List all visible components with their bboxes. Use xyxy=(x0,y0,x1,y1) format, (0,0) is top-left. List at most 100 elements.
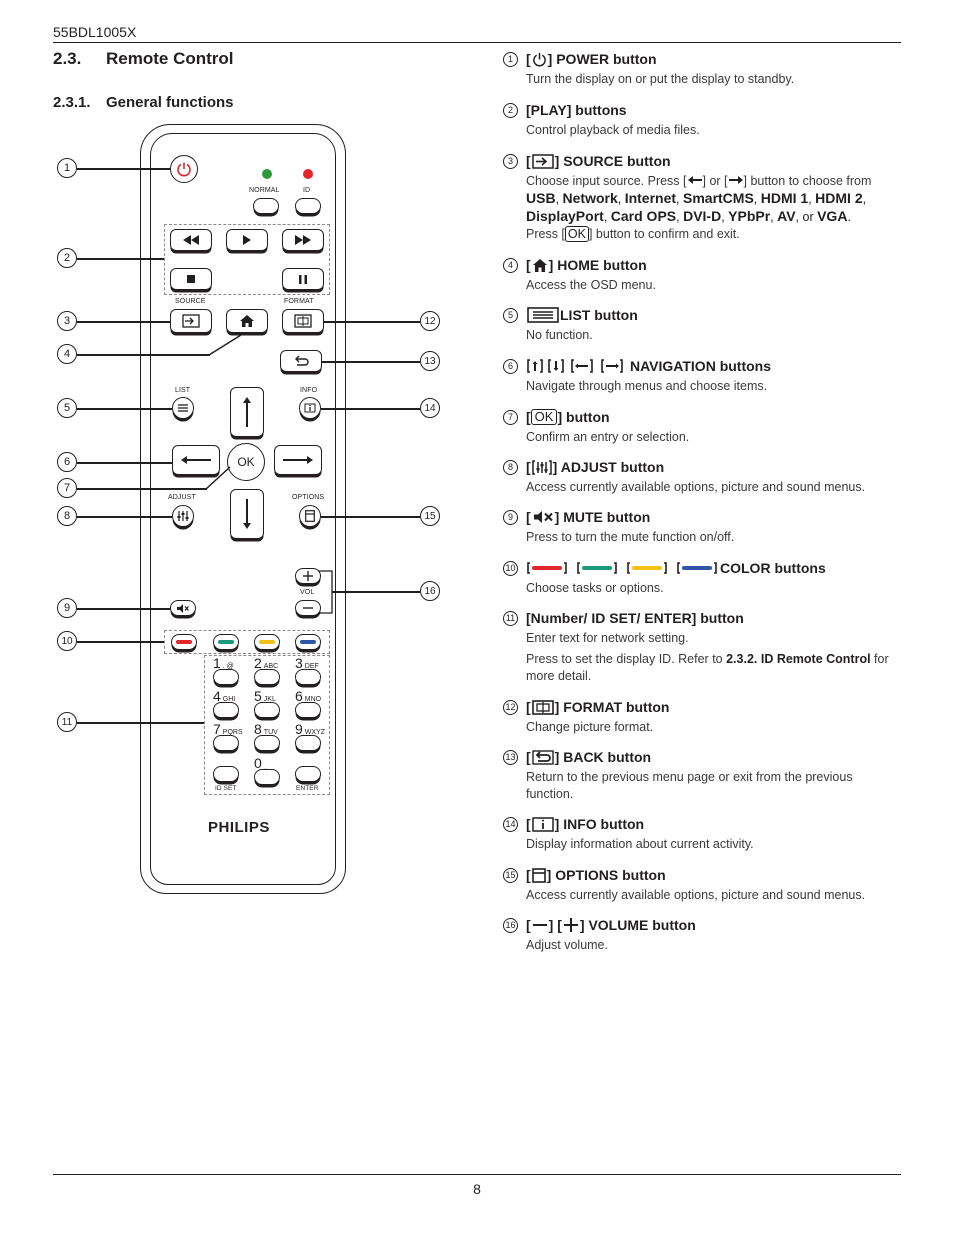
input-source-name: AV xyxy=(777,208,796,224)
id-button[interactable] xyxy=(295,198,321,214)
function-item-description: Choose input source. Press [] or [] butt… xyxy=(526,174,872,242)
callout-line-10 xyxy=(77,641,164,643)
stop-button[interactable] xyxy=(170,268,212,290)
green-button[interactable] xyxy=(213,634,239,650)
power-icon xyxy=(532,52,547,67)
remote-format-button[interactable] xyxy=(282,309,324,333)
key-6-button[interactable] xyxy=(295,702,321,718)
blue-button[interactable] xyxy=(295,634,321,650)
callout-3: 3 xyxy=(57,311,77,331)
input-source-name: SmartCMS xyxy=(683,190,754,206)
item-title-suffix: ] OPTIONS button xyxy=(546,867,666,883)
remote-power-button[interactable] xyxy=(170,155,198,183)
key-2-button[interactable] xyxy=(254,669,280,685)
enter-button[interactable] xyxy=(295,766,321,782)
item-title-prefix: [PLAY] buttons xyxy=(526,102,627,118)
play-button[interactable] xyxy=(226,229,268,251)
info-icon xyxy=(304,403,316,413)
format-icon xyxy=(531,699,554,715)
function-item-description: Display information about current activi… xyxy=(526,836,903,853)
nav-down-button[interactable] xyxy=(230,489,264,539)
callout-line-14 xyxy=(321,408,420,410)
nav-up-button[interactable] xyxy=(230,387,264,437)
key-5-button[interactable] xyxy=(254,702,280,718)
callout-6: 6 xyxy=(57,452,77,472)
ok-icon: OK xyxy=(564,226,589,242)
remote-mute-button[interactable] xyxy=(170,600,196,616)
nav-right-button[interactable] xyxy=(274,445,322,475)
desc-text: for more detail. xyxy=(526,652,889,683)
normal-button[interactable] xyxy=(253,198,279,214)
callout-line-9 xyxy=(77,608,170,610)
desc-text: Access currently available options, pict… xyxy=(526,888,866,902)
id-label: ID xyxy=(303,187,311,194)
remote-info-button[interactable] xyxy=(299,397,321,419)
item-title-prefix: [Number/ ID SET/ ENTER] button xyxy=(526,610,744,626)
desc-text: Confirm an entry or selection. xyxy=(526,430,690,444)
key-1-button[interactable] xyxy=(213,669,239,685)
item-title-prefix: [ xyxy=(526,867,531,883)
item-title-suffix: ] MUTE button xyxy=(554,509,651,525)
remote-options-button[interactable] xyxy=(299,505,321,527)
desc-text: Control playback of media files. xyxy=(526,123,700,137)
nav-icons xyxy=(527,358,629,374)
options-icon xyxy=(531,867,546,883)
key-3-button[interactable] xyxy=(295,669,321,685)
id-indicator-led xyxy=(303,169,313,179)
mute-icon xyxy=(532,510,554,524)
remote-source-button[interactable] xyxy=(170,309,212,333)
fast-forward-button[interactable] xyxy=(282,229,324,251)
item-number-badge: 2 xyxy=(503,102,518,118)
volume-down-button[interactable] xyxy=(295,600,321,616)
input-source-name: HDMI 1 xyxy=(760,190,809,206)
id-set-button[interactable] xyxy=(213,766,239,782)
item-title-prefix: [ xyxy=(526,51,531,67)
item-number-badge: 5 xyxy=(503,307,518,323)
yellow-button[interactable] xyxy=(254,634,280,650)
desc-text: No function. xyxy=(526,328,593,342)
item-number-badge: 11 xyxy=(503,610,518,626)
key-4-button[interactable] xyxy=(213,702,239,718)
callout-line-2 xyxy=(77,258,164,260)
remote-home-button[interactable] xyxy=(226,309,268,333)
volume-up-button[interactable] xyxy=(295,568,321,584)
pause-button[interactable] xyxy=(282,268,324,290)
callout-15: 15 xyxy=(420,506,440,526)
nav-left-button[interactable] xyxy=(172,445,220,475)
adjust-icon xyxy=(531,459,552,475)
item-title-suffix: ] INFO button xyxy=(554,816,645,832)
function-item-title: 7[OK] button xyxy=(503,407,903,427)
item-number-badge: 8 xyxy=(503,459,518,475)
stop-icon xyxy=(187,275,195,283)
remote-back-button[interactable] xyxy=(280,350,322,372)
key-8-button[interactable] xyxy=(254,735,280,751)
function-item-title: 13[] BACK button xyxy=(503,747,903,767)
arrow-down-icon xyxy=(243,499,251,529)
callout-8: 8 xyxy=(57,506,77,526)
key-7-button[interactable] xyxy=(213,735,239,751)
desc-text: Display information about current activi… xyxy=(526,837,754,851)
function-item-title: 10 COLOR buttons xyxy=(503,558,903,578)
key-9-button[interactable] xyxy=(295,735,321,751)
red-button[interactable] xyxy=(171,634,197,650)
function-item-title: 4[] HOME button xyxy=(503,255,903,275)
remote-ok-button[interactable]: OK xyxy=(227,443,265,481)
volume-label: VOL xyxy=(300,589,315,596)
desc-text: Enter text for network setting. xyxy=(526,631,689,645)
item-number-badge: 4 xyxy=(503,257,518,273)
item-title-prefix: [ xyxy=(526,459,531,475)
key-0-button[interactable] xyxy=(254,769,280,785)
input-source-name: DisplayPort xyxy=(526,208,604,224)
remote-adjust-button[interactable] xyxy=(172,505,194,527)
remote-list-button[interactable] xyxy=(172,397,194,419)
item-title-suffix: ] FORMAT button xyxy=(554,699,670,715)
rewind-button[interactable] xyxy=(170,229,212,251)
item-number-badge: 1 xyxy=(503,51,518,67)
function-item-title: 11 [Number/ ID SET/ ENTER] button xyxy=(503,608,903,628)
